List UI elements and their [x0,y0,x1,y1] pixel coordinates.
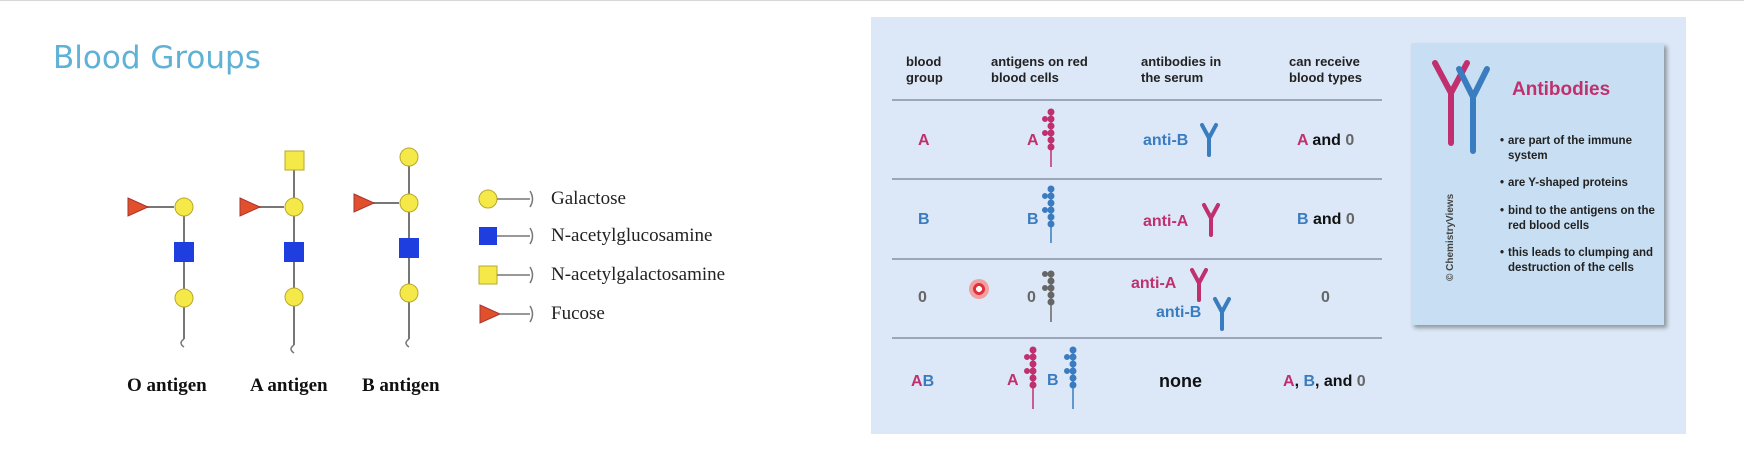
header-blood-group: blood group [906,54,943,85]
antibody-icon [1432,60,1490,154]
antigen-chain-b [1042,185,1055,243]
legend-label-fucose: Fucose [551,303,605,324]
antigen-chain-ab-a [1024,346,1037,409]
antibody-y-icon-pink-row-b [1202,203,1220,237]
row-0-receive: 0 [1321,289,1330,306]
header-can-receive: can receive blood types [1289,54,1362,85]
antigen-structures [127,147,534,354]
antibodies-bullet: •are Y-shaped proteins [1500,177,1628,189]
row-ab-group: AB [911,373,935,390]
legend-label-galactose: Galactose [551,188,626,209]
pointer-cursor-icon [969,279,989,299]
legend-symbols [478,189,534,324]
row-0-group: 0 [918,289,927,306]
antigen-chain-0 [1042,270,1055,322]
legend-label-glcnac: N-acetylglucosamine [551,225,713,246]
antibodies-bullet: •bind to the antigens on the red blood c… [1500,205,1655,232]
row-a-group: A [918,132,930,149]
chemistryviews-watermark: © ChemistryViews [1445,193,1456,281]
antibody-y-icon-pink-row-0 [1190,268,1208,302]
top-divider [0,0,1744,1]
label-a-antigen: A antigen [250,375,328,396]
row-b-receive: B and 0 [1297,211,1355,228]
b-antigen-structure [353,147,419,348]
antigen-diagram: Galactose N-acetylglucosamine N-acetylga… [110,135,790,415]
antigen-chain-a [1042,108,1055,167]
row-b-antigen-label: B [1027,211,1039,228]
row-ab-antigen-label-b: B [1047,372,1059,389]
row-0-antibody-b: anti-B [1156,304,1202,321]
header-antibodies: antibodies in the serum [1141,54,1222,85]
label-o-antigen: O antigen [127,375,207,396]
antibodies-bullet: •are part of the immune system [1500,135,1632,162]
a-antigen-structure [239,150,305,354]
table-divider [892,178,1382,180]
antibody-y-icon-blue-row-a [1200,123,1218,157]
table-graphics [1024,108,1231,409]
row-a-receive: A and 0 [1297,132,1355,149]
antibodies-bullet: •this leads to clumping and destruction … [1500,247,1654,274]
antigen-chain-ab-b [1064,346,1077,409]
antibodies-card-title: Antibodies [1512,79,1611,100]
row-ab-antibody: none [1159,371,1202,391]
row-0-antigen-label: 0 [1027,289,1036,306]
antibodies-info-card: Antibodies •are part of the immune syste… [1411,43,1664,325]
table-divider [892,258,1382,260]
row-b-antibody: anti-A [1143,213,1189,230]
antibody-y-icon-blue-row-0 [1213,297,1231,331]
row-0-antibody-a: anti-A [1131,275,1177,292]
row-a-antibody: anti-B [1143,132,1189,149]
row-ab-antigen-label-a: A [1007,372,1019,389]
header-antigens: antigens on red blood cells [991,54,1088,85]
slide-title: Blood Groups [53,40,261,76]
o-antigen-structure [127,197,194,348]
legend-label-galnac: N-acetylgalactosamine [551,264,726,285]
label-b-antigen: B antigen [362,375,440,396]
table-divider [892,99,1382,101]
row-ab-receive: A, B, and 0 [1283,373,1366,390]
row-b-group: B [918,211,930,228]
blood-group-table-panel: blood group antigens on red blood cells … [871,17,1686,434]
row-a-antigen-label: A [1027,132,1039,149]
table-divider [892,337,1382,339]
